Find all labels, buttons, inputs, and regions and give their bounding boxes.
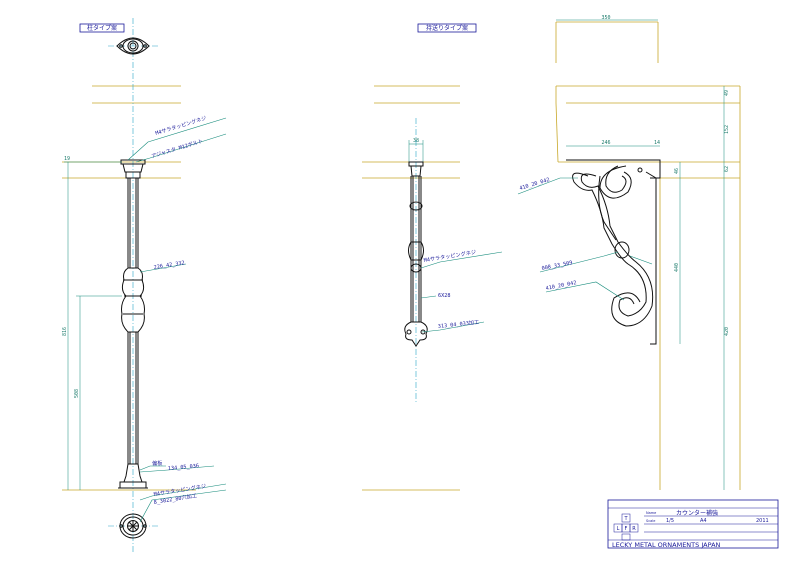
note-side-part-lower: 410_20_042 xyxy=(545,280,577,292)
dim-pillar-height: 816 xyxy=(62,327,68,336)
view-l: L xyxy=(617,526,620,532)
note-pillar-screw-top: M4サラタッピングネジ xyxy=(154,114,207,137)
dim-side-top-width: 350 xyxy=(601,15,610,21)
dim-side-bottom: 420 xyxy=(724,327,730,336)
pillar-top-plate xyxy=(116,37,150,55)
view-r: R xyxy=(632,526,636,532)
dim-pillar-top: 19 xyxy=(64,156,70,162)
bracket-front-body xyxy=(404,161,428,347)
title-block: T L F R Name カウンター補強 Scale 1/5 A4 2011 L… xyxy=(607,499,779,549)
dim-side-h1: 49 xyxy=(724,90,730,96)
dim-side-small: 14 xyxy=(654,140,660,146)
scale-value: 1/5 xyxy=(666,518,674,524)
view-title-bracket: 持送りタイプ案 xyxy=(417,23,477,33)
note-bracket-part-bottom: 313_04_033加工 xyxy=(437,318,479,330)
pillar-view: 19 816 508 M4サラタッピングネジ アジャスタ M12ボルト 226_… xyxy=(62,18,227,552)
dim-side-h2: 152 xyxy=(724,125,730,134)
dim-side-h3: 46 xyxy=(674,168,680,174)
view-t: T xyxy=(623,516,628,522)
dim-side-width: 246 xyxy=(601,140,610,146)
pillar-bottom-plate xyxy=(119,513,147,539)
note-side-part-mid: 008_33_509 xyxy=(541,260,573,272)
note-pillar-part-bottom: 134_05_036 xyxy=(168,463,200,472)
date-value: 2011 xyxy=(756,518,769,524)
dim-pillar-lower: 508 xyxy=(74,389,80,398)
scale-label: Scale xyxy=(646,519,655,523)
dim-bracket-width: 38 xyxy=(413,138,419,144)
pillar-shaft xyxy=(121,178,145,464)
company-name: LECKY METAL ORNAMENTS JAPAN xyxy=(612,541,721,549)
dim-side-height: 440 xyxy=(674,263,680,272)
bracket-side-view: 350 246 14 49 152 62 420 46 440 xyxy=(517,15,741,490)
pillar-leaders xyxy=(127,117,227,523)
note-bracket-bar: 6X28 xyxy=(438,293,451,299)
view-title-pillar: 柱タイプ案 xyxy=(79,23,125,33)
size-value: A4 xyxy=(700,518,707,524)
pillar-dimensions: 19 816 508 xyxy=(62,156,122,490)
note-pillar-part: 226_42_332 xyxy=(153,260,185,271)
dim-side-h4: 62 xyxy=(724,166,730,172)
view-title-pillar-text: 柱タイプ案 xyxy=(87,24,117,32)
bracket-front-view: 38 M4サラタッピングネジ 6X28 313_04_033加工 xyxy=(362,85,503,491)
pillar-base xyxy=(118,463,148,489)
view-f: F xyxy=(625,526,628,532)
note-side-part-upper: 410_20_042 xyxy=(519,177,551,192)
name-label: Name xyxy=(646,511,656,515)
view-title-bracket-text: 持送りタイプ案 xyxy=(426,24,468,32)
product-name: カウンター補強 xyxy=(676,509,718,517)
scroll-bracket xyxy=(566,159,661,345)
note-pillar-bolt: アジャスタ M12ボルト xyxy=(150,137,204,160)
note-bracket-screw: M4サラタッピングネジ xyxy=(423,248,477,264)
note-pillar-base: 偏板 xyxy=(152,459,163,467)
